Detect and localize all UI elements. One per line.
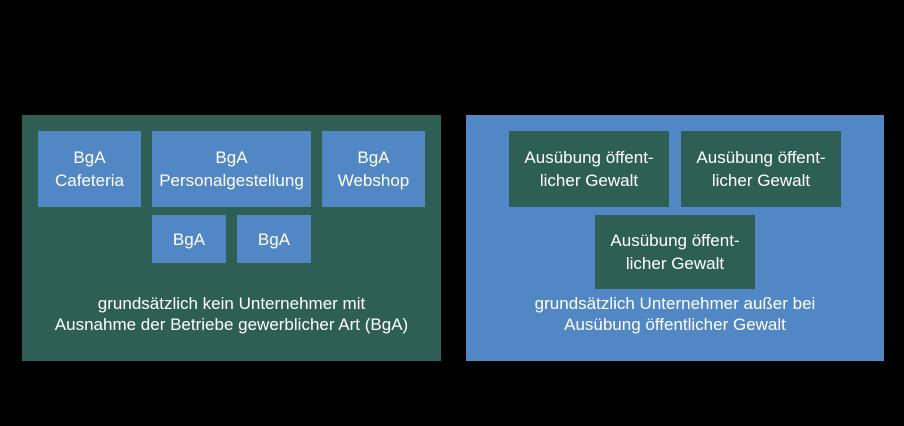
box-bga-personalgestellung: BgA Personalgestellung	[152, 131, 311, 207]
box-oeffentliche-gewalt-1: Ausübung öffent- licher Gewalt	[509, 131, 669, 207]
box-label-line: Personalgestellung	[159, 171, 304, 190]
left-panel-row-2: BgA BgA	[22, 215, 441, 263]
box-label-line: BgA	[257, 229, 291, 249]
panel-kein-unternehmer: BgA Cafeteria BgA Personalgestellung BgA…	[22, 115, 441, 361]
caption-line-2: Ausübung öffentlicher Gewalt	[564, 315, 786, 334]
right-panel-caption: grundsätzlich Unternehmer außer bei Ausü…	[466, 293, 884, 335]
panel-unternehmer: Ausübung öffent- licher Gewalt Ausübung …	[466, 115, 884, 361]
box-label-line: BgA	[357, 148, 390, 167]
left-panel-caption: grundsätzlich kein Unternehmer mit Ausna…	[22, 293, 441, 335]
right-panel-row-1: Ausübung öffent- licher Gewalt Ausübung …	[466, 131, 884, 207]
box-label-line: Ausübung öffent-	[524, 148, 654, 167]
box-label-line: BgA	[73, 148, 106, 167]
caption-line-1: grundsätzlich Unternehmer außer bei	[534, 294, 816, 313]
box-label-line: Ausübung öffent-	[610, 231, 740, 250]
box-label-line: licher Gewalt	[539, 171, 639, 190]
box-label-line: BgA	[215, 148, 248, 167]
box-label-line: Ausübung öffent-	[696, 148, 826, 167]
box-label-line: Webshop	[337, 171, 410, 190]
box-label-line: licher Gewalt	[711, 171, 811, 190]
caption-line-1: grundsätzlich kein Unternehmer mit	[97, 294, 366, 313]
caption-line-2: Ausnahme der Betriebe gewerblicher Art (…	[54, 315, 409, 334]
box-label-line: Cafeteria	[55, 171, 124, 190]
left-panel-row-1: BgA Cafeteria BgA Personalgestellung BgA…	[22, 131, 441, 207]
box-oeffentliche-gewalt-3: Ausübung öffent- licher Gewalt	[595, 215, 755, 289]
right-panel-row-2: Ausübung öffent- licher Gewalt	[466, 215, 884, 289]
box-bga-cafeteria: BgA Cafeteria	[38, 131, 141, 207]
box-bga-small-2: BgA	[237, 215, 311, 263]
box-label-line: licher Gewalt	[625, 254, 725, 273]
box-oeffentliche-gewalt-2: Ausübung öffent- licher Gewalt	[681, 131, 841, 207]
box-bga-webshop: BgA Webshop	[322, 131, 425, 207]
box-bga-small-1: BgA	[152, 215, 226, 263]
box-label-line: BgA	[172, 229, 206, 249]
